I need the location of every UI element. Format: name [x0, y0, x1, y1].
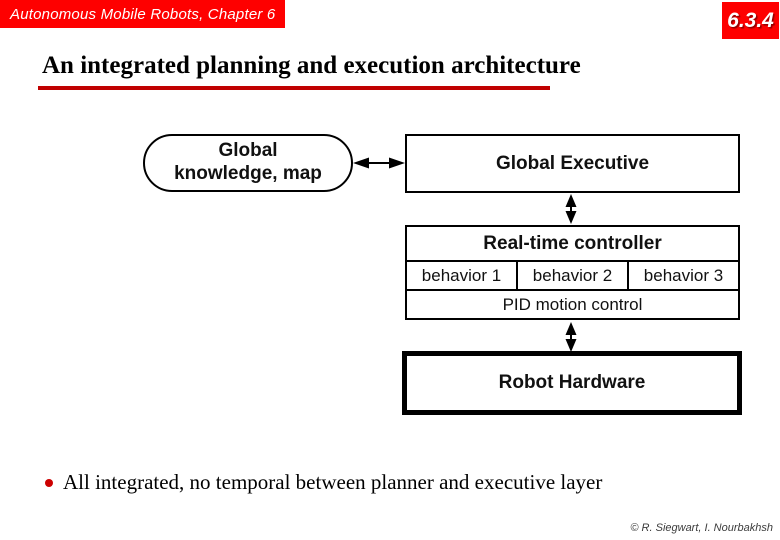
behavior-cell-2: behavior 2: [516, 262, 627, 289]
global-knowledge-line2: knowledge, map: [174, 163, 322, 184]
section-number-badge: 6.3.4: [722, 2, 779, 39]
copyright-credit: © R. Siegwart, I. Nourbakhsh: [630, 522, 773, 534]
behavior-cell-1: behavior 1: [421, 265, 502, 285]
slide-title: An integrated planning and execution arc…: [42, 52, 581, 79]
global-executive-box: Global Executive: [405, 134, 740, 193]
robot-hardware-box: Robot Hardware: [402, 351, 742, 415]
title-underline: [38, 86, 550, 90]
behavior-row: behavior 1 behavior 2 behavior 3: [407, 262, 738, 291]
global-knowledge-node: Global knowledge, map: [143, 134, 353, 192]
realtime-controller-box: Real-time controller behavior 1 behavior…: [405, 225, 740, 320]
header-banner: Autonomous Mobile Robots, Chapter 6: [0, 0, 285, 28]
course-title: Autonomous Mobile Robots, Chapter 6: [10, 5, 276, 23]
pid-motion-control-label: PID motion control: [502, 294, 643, 314]
bullet-item: All integrated, no temporal between plan…: [45, 470, 602, 495]
section-number: 6.3.4: [727, 8, 774, 32]
global-knowledge-line1: Global: [218, 140, 278, 162]
behavior-cell-3: behavior 3: [627, 262, 738, 289]
bidirectional-arrow-vertical-top-icon: [565, 194, 577, 224]
bullet-marker: [45, 478, 53, 487]
bidirectional-arrow-vertical-bottom-icon: [565, 322, 577, 352]
bidirectional-arrow-horizontal-icon: [353, 157, 405, 169]
realtime-controller-label: Real-time controller: [407, 227, 738, 262]
bullet-text: All integrated, no temporal between plan…: [63, 470, 603, 494]
